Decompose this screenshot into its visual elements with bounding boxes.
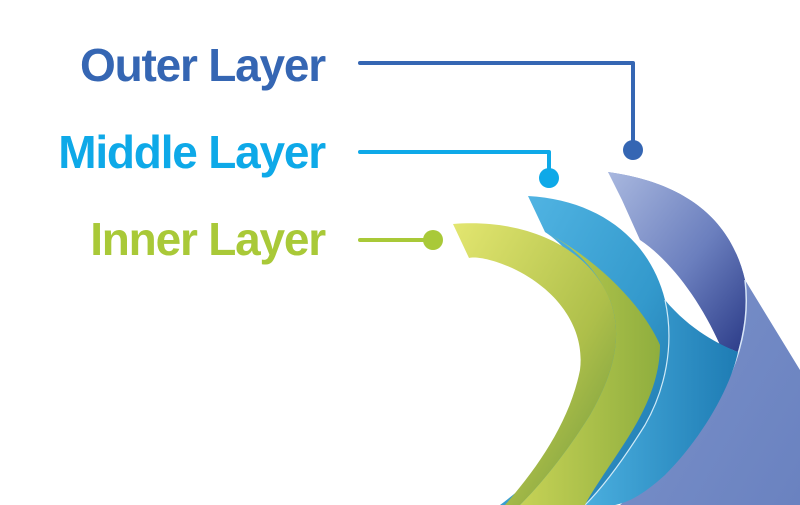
inner-layer-band [453,223,660,505]
inner-layer-label: Inner Layer [90,213,326,265]
middle-layer-pin-dot [539,168,559,188]
outer-layer-connector [358,61,643,160]
inner-layer-pin-dot [423,230,443,250]
inner-layer-connector [358,230,443,250]
outer-layer-pin-dot [623,140,643,160]
middle-layer-label: Middle Layer [58,126,326,178]
middle-layer-connector [358,150,559,188]
outer-layer-label: Outer Layer [79,39,326,91]
